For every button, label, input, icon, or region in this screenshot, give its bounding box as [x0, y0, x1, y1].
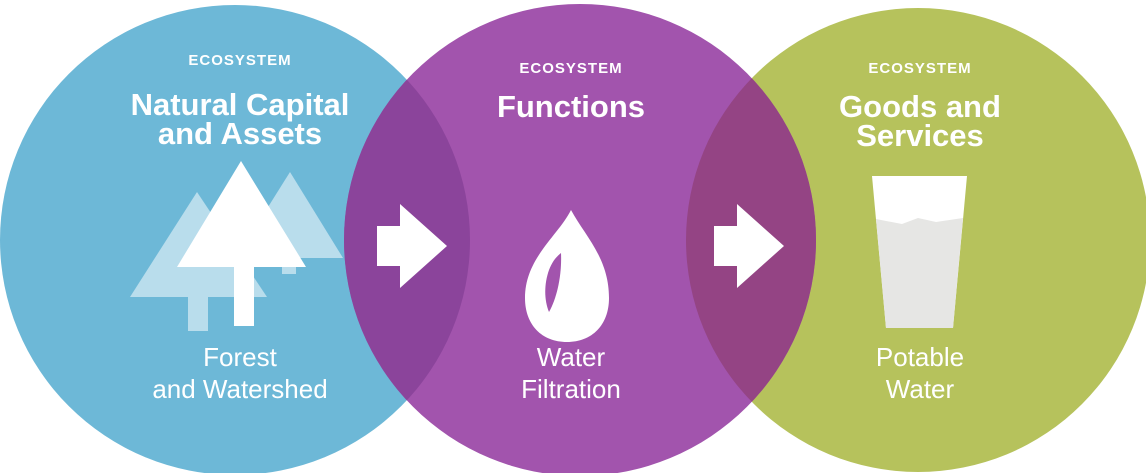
stage-caption-line2: Filtration	[521, 374, 621, 404]
stage-caption-line1: Potable	[875, 342, 965, 372]
stage-eyebrow: ECOSYSTEM	[519, 60, 623, 77]
stage-caption-line1: Water	[536, 342, 606, 372]
stage-title-line2: Services	[856, 118, 984, 153]
water-glass-icon	[872, 176, 967, 328]
stage-eyebrow: ECOSYSTEM	[188, 52, 292, 69]
stage-caption-line2: and Watershed	[152, 374, 328, 404]
stage-title-line2: and Assets	[157, 116, 323, 151]
arrow-right-icon	[377, 204, 447, 288]
arrow-right-icon	[714, 204, 784, 288]
stage-functions: ECOSYSTEM Functions Water Filtration	[446, 0, 696, 473]
stage-caption-line1: Forest	[203, 342, 277, 372]
stage-title-line1: Functions	[496, 89, 646, 124]
stage-eyebrow: ECOSYSTEM	[868, 60, 972, 77]
water-drop-icon	[525, 210, 609, 342]
stage-goods-services: ECOSYSTEM Goods and Services Potable Wat…	[795, 0, 1045, 473]
trees-icon	[130, 161, 343, 331]
stage-title-line1: Goods and	[839, 89, 1001, 124]
stage-caption-line2: Water	[885, 374, 955, 404]
stage-title-line1: Natural Capital	[130, 87, 350, 122]
stage-natural-capital: ECOSYSTEM Natural Capital and Assets For…	[105, 0, 375, 473]
